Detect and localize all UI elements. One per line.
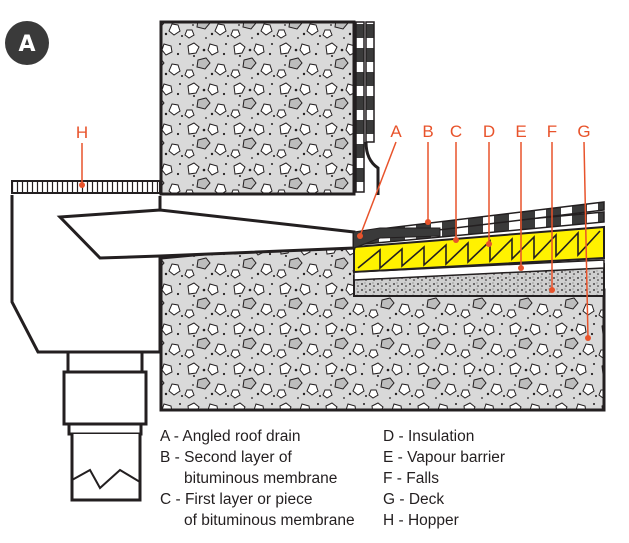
- callout-f: F: [547, 122, 557, 141]
- legend-left-column: A - Angled roof drain B - Second layer o…: [160, 426, 355, 531]
- callout-c: C: [450, 122, 462, 141]
- legend-item-c-cont: of bituminous membrane: [184, 512, 355, 529]
- callout-dots: [79, 182, 591, 341]
- badge-letter: A: [18, 32, 35, 57]
- callout-b: B: [422, 122, 433, 141]
- wall-membrane-outer: [365, 21, 375, 143]
- legend-item-b-cont: bituminous membrane: [184, 470, 338, 487]
- callout-a: A: [390, 122, 402, 141]
- drain-flange: [353, 227, 441, 249]
- legend-item-d: D - Insulation: [383, 428, 475, 445]
- upper-wall: [159, 20, 356, 196]
- angled-roof-drain: [56, 208, 356, 260]
- legend-item-g: G - Deck: [383, 491, 445, 508]
- legend-item-c: C - First layer or piece: [160, 491, 313, 508]
- legend-item-b: B - Second layer of: [160, 449, 292, 466]
- callout-e: E: [515, 122, 526, 141]
- callout-d: D: [483, 122, 495, 141]
- legend-item-h: H - Hopper: [383, 512, 459, 529]
- callout-leaders: [81, 141, 589, 339]
- legend-item-a: A - Angled roof drain: [160, 428, 301, 445]
- insulation-zigzag: [357, 230, 601, 270]
- wall-membrane-flare: [364, 141, 380, 195]
- callout-g: G: [577, 122, 590, 141]
- legend-right-column: D - Insulation E - Vapour barrier F - Fa…: [383, 426, 505, 531]
- hopper-grate: [11, 180, 161, 194]
- figure-badge: A: [5, 21, 49, 65]
- wall-membrane-inner: [355, 21, 365, 193]
- legend-item-f: F - Falls: [383, 470, 439, 487]
- callout-h: H: [76, 123, 88, 142]
- legend-item-e: E - Vapour barrier: [383, 449, 506, 466]
- downpipe: [62, 350, 148, 502]
